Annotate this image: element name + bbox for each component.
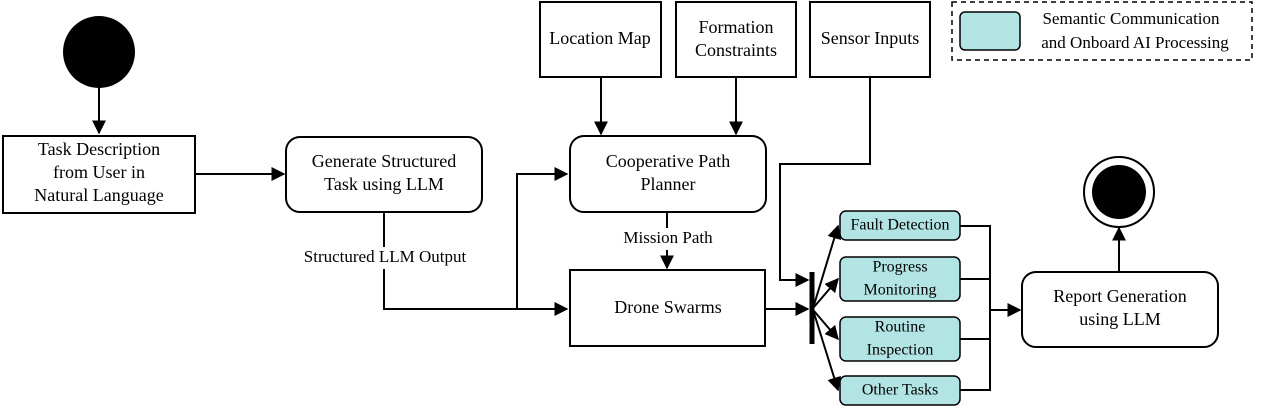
fault-detection-node: Fault Detection [839, 210, 961, 241]
svg-text:Location Map: Location Map [549, 28, 650, 48]
svg-text:using LLM: using LLM [1079, 309, 1161, 329]
task-description-node: Task Description from User in Natural La… [2, 135, 196, 214]
svg-text:Structured LLM Output: Structured LLM Output [304, 247, 467, 266]
other-tasks-node: Other Tasks [839, 375, 961, 406]
routine-inspection-node: Routine Inspection [839, 316, 961, 362]
legend-swatch [959, 11, 1021, 51]
svg-text:Planner: Planner [641, 174, 696, 194]
svg-text:Natural Language: Natural Language [34, 185, 163, 205]
edge-fork-to-fault [813, 224, 842, 306]
edge-other-to-report [960, 310, 991, 391]
report-generation-node: Report Generation using LLM [1021, 271, 1219, 348]
cooperative-path-planner-node: Cooperative Path Planner [569, 135, 767, 213]
svg-text:Report Generation: Report Generation [1053, 286, 1186, 306]
svg-text:Mission Path: Mission Path [623, 228, 713, 247]
start-node [63, 16, 135, 88]
legend-label-line2: and Onboard AI Processing [1041, 33, 1229, 52]
sensor-inputs-node: Sensor Inputs [809, 1, 931, 78]
svg-text:Constraints: Constraints [695, 40, 777, 60]
edge-fork-to-progress [813, 277, 839, 308]
formation-constraints-node: Formation Constraints [675, 1, 797, 78]
edge-branch-to-planner [516, 167, 569, 309]
generate-structured-node: Generate Structured Task using LLM [285, 136, 483, 213]
edge-sensor-to-fork [779, 77, 871, 287]
svg-text:Inspection: Inspection [867, 342, 934, 359]
svg-text:Task using LLM: Task using LLM [324, 174, 444, 194]
svg-text:Progress: Progress [872, 259, 927, 276]
progress-monitoring-node: Progress Monitoring [839, 256, 961, 302]
edge-generate-to-drones [383, 212, 569, 316]
edge-fault-to-report [960, 225, 991, 310]
svg-text:from User in: from User in [53, 162, 145, 182]
svg-text:Fault Detection: Fault Detection [850, 217, 949, 234]
edge-label-structured-llm-output: Structured LLM Output [288, 247, 482, 269]
legend-label-line1: Semantic Communication [1042, 9, 1220, 28]
edge-label-mission-path: Mission Path [614, 228, 722, 250]
edge-fork-to-other [813, 312, 841, 392]
svg-text:Routine: Routine [875, 319, 926, 336]
svg-text:Cooperative Path: Cooperative Path [606, 151, 730, 171]
edges [92, 77, 1126, 392]
drone-swarms-node: Drone Swarms [569, 269, 766, 347]
legend: Semantic Communication and Onboard AI Pr… [951, 1, 1253, 61]
svg-text:Task Description: Task Description [38, 139, 160, 159]
edge-fork-to-routine [813, 310, 839, 341]
svg-text:Sensor Inputs: Sensor Inputs [821, 28, 920, 48]
svg-text:Generate Structured: Generate Structured [312, 151, 456, 171]
end-node [1083, 156, 1155, 228]
location-map-node: Location Map [539, 1, 662, 78]
svg-text:Drone Swarms: Drone Swarms [614, 297, 721, 317]
svg-text:Monitoring: Monitoring [864, 282, 937, 299]
svg-text:Other Tasks: Other Tasks [862, 382, 938, 399]
svg-text:Formation: Formation [699, 17, 774, 37]
